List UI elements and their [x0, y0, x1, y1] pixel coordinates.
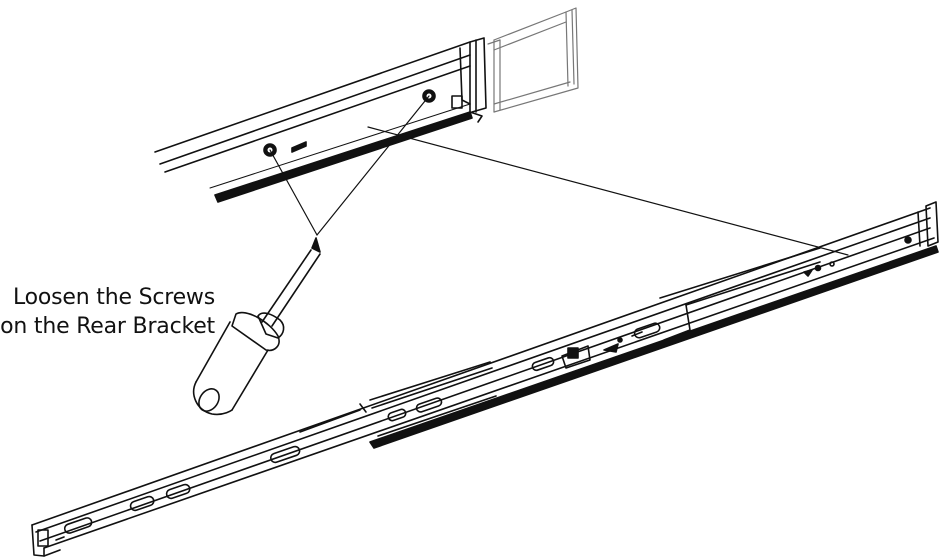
rear-bracket-detail [154, 7, 579, 203]
callout-text: Loosen the Screws on the Rear Bracket [0, 283, 215, 341]
callout-line-1: Loosen the Screws [12, 285, 215, 310]
slide-rail [31, 201, 939, 557]
callout-line-2: on the Rear Bracket [0, 314, 215, 339]
callout-leader-lines [269, 95, 849, 256]
rail-slots [63, 322, 661, 534]
screwdriver-icon [192, 237, 321, 416]
